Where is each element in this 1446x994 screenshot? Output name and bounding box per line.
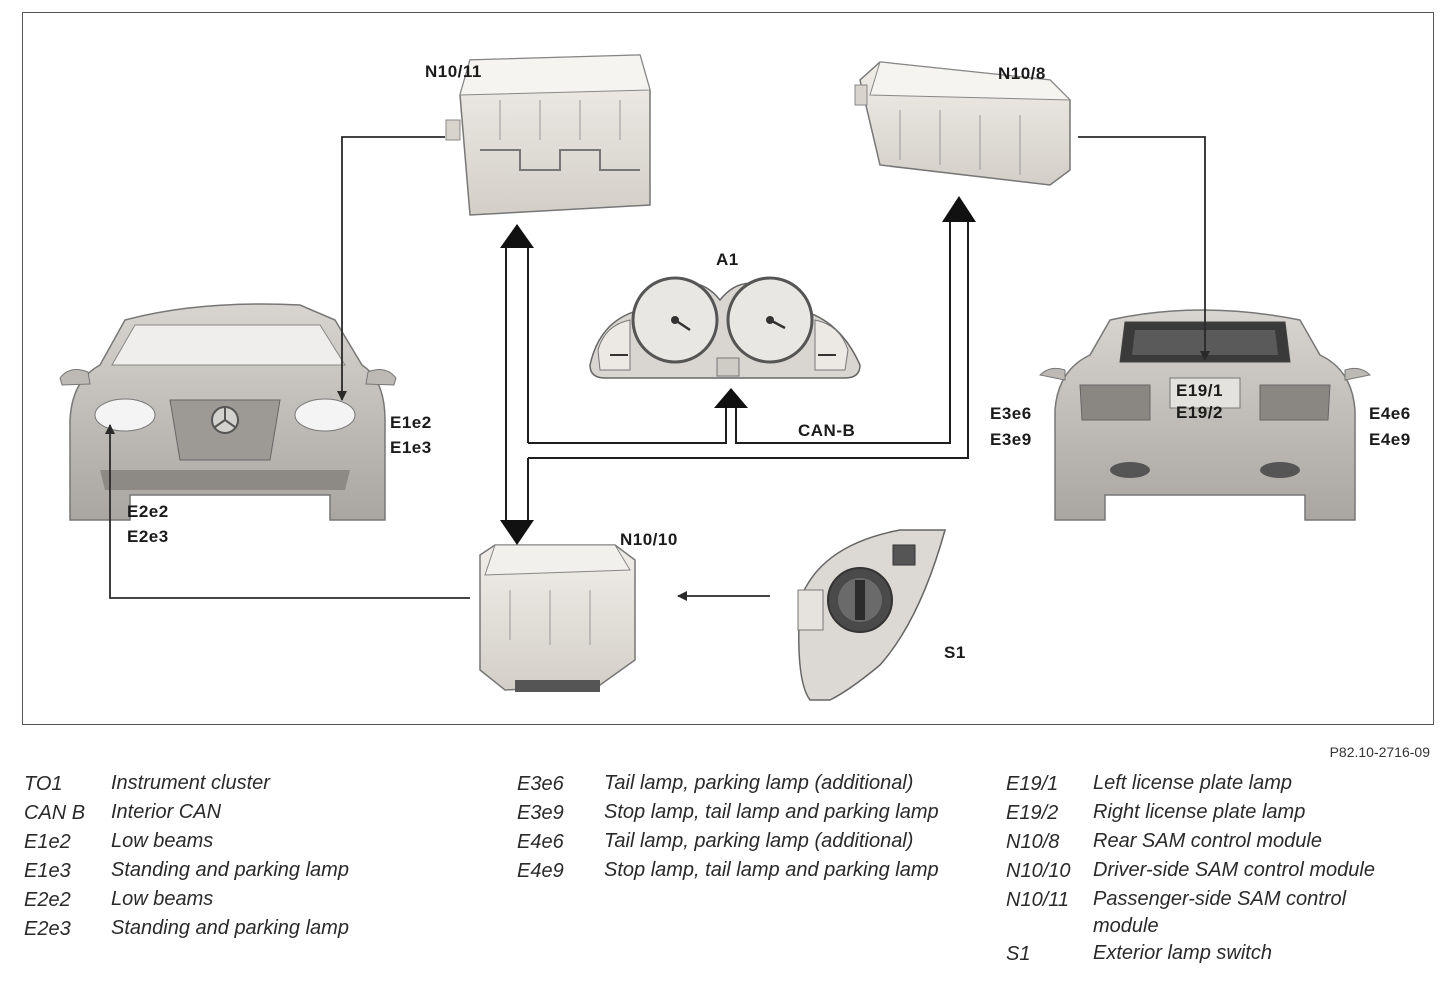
- legend-item: N10/10 Driver-side SAM control module: [1006, 857, 1426, 886]
- legend-item: S1 Exterior lamp switch: [1006, 940, 1426, 969]
- label-can-b: CAN-B: [798, 421, 856, 440]
- legend-item: E1e3 Standing and parking lamp: [24, 857, 494, 886]
- legend-code: E1e3: [24, 860, 71, 882]
- legend-item: N10/11 Passenger-side SAM control module: [1006, 886, 1426, 940]
- n10-8-module-image: [854, 61, 1072, 186]
- legend-code: S1: [1006, 943, 1031, 965]
- legend-code: N10/11: [1006, 889, 1070, 911]
- legend-code: E4e9: [517, 860, 564, 882]
- label-e1e3: E1e3: [390, 438, 432, 457]
- legend-item: N10/8 Rear SAM control module: [1006, 828, 1426, 857]
- legend-code: N10/10: [1006, 860, 1071, 882]
- legend-item: E3e6 Tail lamp, parking lamp (additional): [517, 770, 987, 799]
- n10-11-module-image: [445, 54, 651, 216]
- legend-code: TO1: [24, 773, 63, 795]
- legend-description: Exterior lamp switch: [1093, 942, 1272, 964]
- label-n10-11: N10/11: [425, 62, 482, 81]
- n10-10-module-image: [479, 544, 636, 692]
- legend-description: Interior CAN: [111, 801, 222, 823]
- label-e4e6: E4e6: [1369, 404, 1411, 423]
- legend-description: Stop lamp, tail lamp and parking lamp: [604, 801, 939, 823]
- label-e2e2: E2e2: [127, 502, 169, 521]
- legend-code: E2e3: [24, 918, 71, 940]
- legend-code: E2e2: [24, 889, 71, 911]
- legend-item: E3e9 Stop lamp, tail lamp and parking lam…: [517, 799, 987, 828]
- legend-item: E2e2 Low beams: [24, 886, 494, 915]
- label-e19-1: E19/1: [1176, 381, 1223, 400]
- legend-description: Low beams: [111, 888, 214, 910]
- signal-lines: [105, 136, 1210, 601]
- s1-light-switch-image: [797, 529, 946, 701]
- legend-code: E1e2: [24, 831, 71, 853]
- label-e19-2: E19/2: [1176, 403, 1223, 422]
- label-e1e2: E1e2: [390, 413, 432, 432]
- legend-code: N10/8: [1006, 831, 1060, 853]
- front-car-image: [59, 303, 397, 521]
- rear-car-image: [1038, 309, 1372, 521]
- label-e3e9: E3e9: [990, 430, 1032, 449]
- a1-instrument-cluster-image: [589, 276, 861, 379]
- legend-description: Driver-side SAM control module: [1093, 859, 1375, 881]
- legend-code: E3e9: [517, 802, 564, 824]
- legend-description: Stop lamp, tail lamp and parking lamp: [604, 859, 939, 881]
- label-n10-10: N10/10: [620, 530, 678, 549]
- can-b-bus: [505, 222, 969, 522]
- legend-item: E1e2 Low beams: [24, 828, 494, 857]
- legend-code: E4e6: [517, 831, 564, 853]
- legend-description: Right license plate lamp: [1093, 801, 1306, 823]
- legend-code: E19/2: [1006, 802, 1059, 824]
- legend-description: Standing and parking lamp: [111, 917, 349, 939]
- figure-reference: P82.10-2716-09: [1329, 744, 1430, 760]
- legend-description: Low beams: [111, 830, 214, 852]
- legend-code: E3e6: [517, 773, 564, 795]
- label-e3e6: E3e6: [990, 404, 1032, 423]
- legend-item: CAN B Interior CAN: [24, 799, 494, 828]
- label-e4e9: E4e9: [1369, 430, 1411, 449]
- legend-item: E19/1 Left license plate lamp: [1006, 770, 1426, 799]
- label-a1: A1: [716, 250, 739, 269]
- legend-item: E4e6 Tail lamp, parking lamp (additional): [517, 828, 987, 857]
- legend-description: Tail lamp, parking lamp (additional): [604, 830, 914, 852]
- label-n10-8: N10/8: [998, 64, 1046, 83]
- label-s1: S1: [944, 643, 966, 662]
- legend-item: E19/2 Right license plate lamp: [1006, 799, 1426, 828]
- legend-item: TO1 Instrument cluster: [24, 770, 494, 799]
- legend-code: CAN B: [24, 802, 86, 824]
- can-b-arrowheads: [500, 196, 976, 545]
- label-e2e3: E2e3: [127, 527, 169, 546]
- legend-code: E19/1: [1006, 773, 1059, 795]
- legend-item: E2e3 Standing and parking lamp: [24, 915, 494, 944]
- legend-description: Tail lamp, parking lamp (additional): [604, 772, 914, 794]
- legend-description: Instrument cluster: [111, 772, 270, 794]
- legend-item: E4e9 Stop lamp, tail lamp and parking lam…: [517, 857, 987, 886]
- legend-description: Standing and parking lamp: [111, 859, 349, 881]
- legend-description: Left license plate lamp: [1093, 772, 1293, 794]
- legend-description: Passenger-side SAM control module: [1093, 888, 1347, 937]
- legend-description: Rear SAM control module: [1093, 830, 1322, 852]
